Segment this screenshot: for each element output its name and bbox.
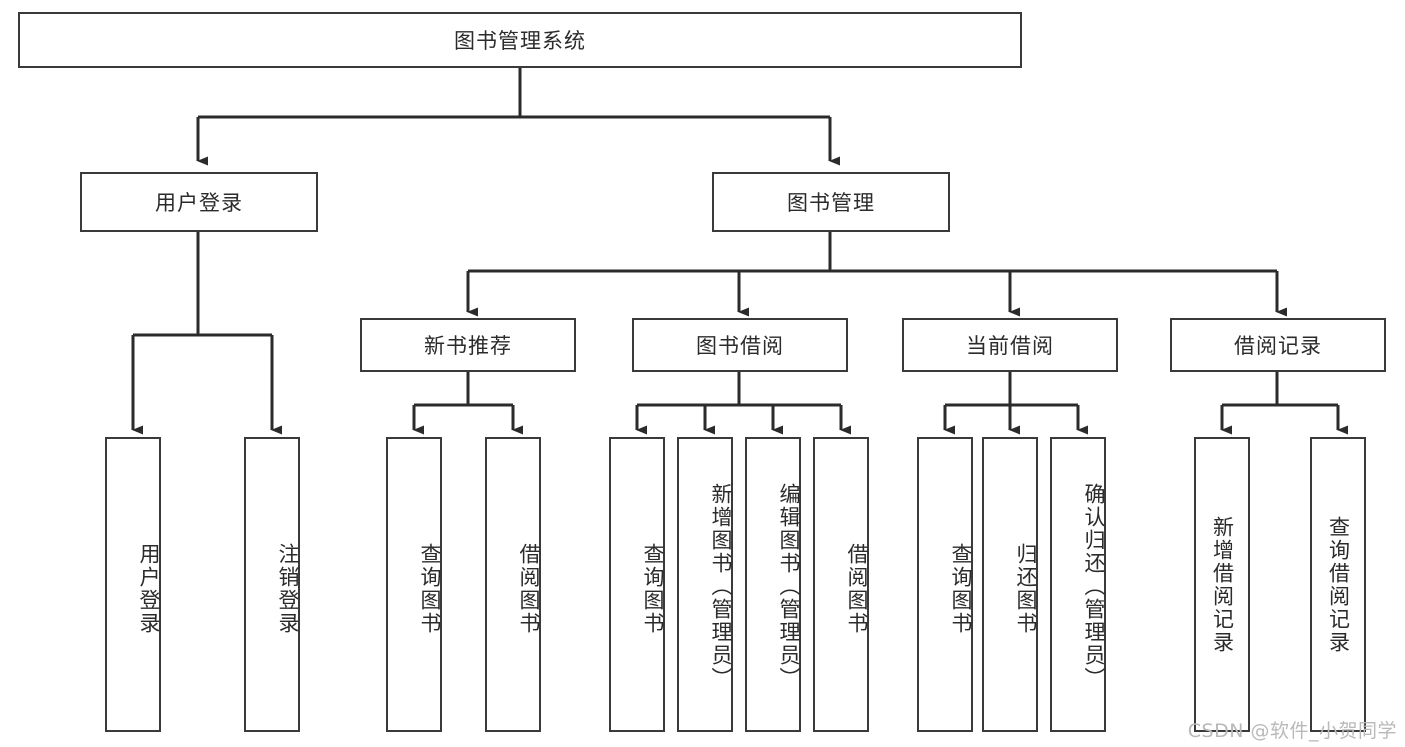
node-label: 新增借阅记录: [1210, 515, 1235, 654]
node-label: 新增图书（管理员）: [709, 483, 733, 690]
node-label: 用户登录: [137, 542, 161, 635]
node-label: 编辑图书（管理员）: [777, 483, 801, 690]
node-label: 借阅记录: [1234, 334, 1322, 358]
leaf-recommend-borrow-book[interactable]: 借阅图书: [485, 437, 541, 732]
node-label: 图书管理系统: [454, 29, 586, 53]
leaf-current-query-book[interactable]: 查询图书: [917, 437, 973, 732]
node-user-login[interactable]: 用户登录: [80, 172, 318, 232]
node-borrow-record[interactable]: 借阅记录: [1170, 318, 1386, 372]
watermark: CSDN @软件_小贺同学: [1187, 720, 1397, 742]
node-book-borrow[interactable]: 图书借阅: [632, 318, 848, 372]
leaf-user-login-login[interactable]: 用户登录: [105, 437, 161, 732]
node-root-system[interactable]: 图书管理系统: [18, 12, 1022, 68]
node-label: 注销登录: [276, 542, 300, 635]
leaf-borrow-edit-book-admin[interactable]: 编辑图书（管理员）: [745, 437, 801, 732]
leaf-current-confirm-return-admin[interactable]: 确认归还（管理员）: [1050, 437, 1106, 732]
leaf-record-add-record[interactable]: 新增借阅记录: [1194, 437, 1250, 732]
node-label: 查询图书: [418, 542, 442, 635]
node-new-book-recommend[interactable]: 新书推荐: [360, 318, 576, 372]
node-label: 确认归还（管理员）: [1082, 483, 1106, 690]
leaf-borrow-query-book[interactable]: 查询图书: [609, 437, 665, 732]
node-label: 图书管理: [787, 191, 875, 215]
node-label: 借阅图书: [517, 542, 541, 635]
node-label: 新书推荐: [424, 334, 512, 358]
node-label: 归还图书: [1014, 542, 1038, 635]
leaf-borrow-borrow-book[interactable]: 借阅图书: [813, 437, 869, 732]
node-book-management[interactable]: 图书管理: [712, 172, 950, 232]
node-label: 当前借阅: [966, 334, 1054, 358]
node-current-borrow[interactable]: 当前借阅: [902, 318, 1118, 372]
leaf-borrow-add-book-admin[interactable]: 新增图书（管理员）: [677, 437, 733, 732]
node-label: 查询借阅记录: [1326, 515, 1351, 654]
leaf-record-query-record[interactable]: 查询借阅记录: [1310, 437, 1366, 732]
leaf-recommend-query-book[interactable]: 查询图书: [386, 437, 442, 732]
leaf-user-login-logout[interactable]: 注销登录: [244, 437, 300, 732]
node-label: 查询图书: [949, 542, 973, 635]
node-label: 图书借阅: [696, 334, 784, 358]
node-label: 查询图书: [641, 542, 665, 635]
node-label: 借阅图书: [845, 542, 869, 635]
node-label: 用户登录: [155, 191, 243, 215]
leaf-current-return-book[interactable]: 归还图书: [982, 437, 1038, 732]
